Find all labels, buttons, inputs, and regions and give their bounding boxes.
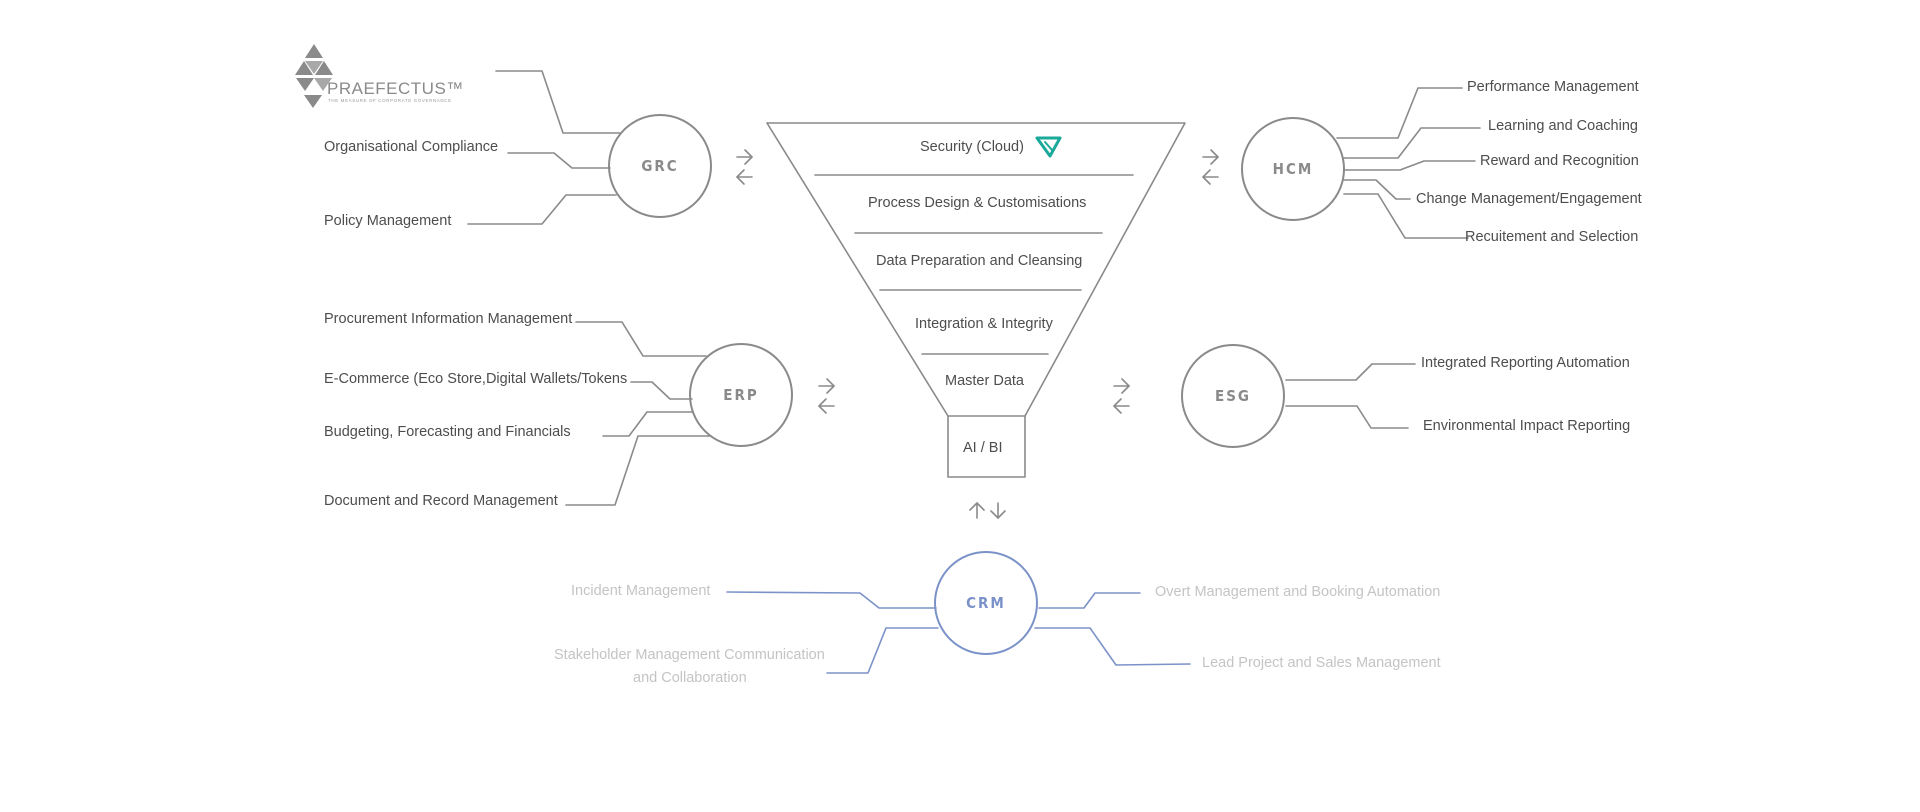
erp-node[interactable]: ERP (689, 343, 793, 447)
erp-connectors (565, 321, 712, 506)
funnel-layer-process-design: Process Design & Customisations (868, 195, 1087, 211)
crm-node[interactable]: CRM (934, 551, 1038, 655)
teal-triangle-logo-icon (1035, 136, 1062, 158)
erp-item-document-record: Document and Record Management (324, 493, 558, 509)
hcm-item-reward-recognition: Reward and Recognition (1480, 153, 1639, 169)
logo-name: PRAEFECTUS™ (327, 79, 464, 98)
arrows-grc-funnel-icon (736, 149, 753, 185)
funnel-layer-integration: Integration & Integrity (915, 316, 1053, 332)
crm-item-lead-project: Lead Project and Sales Management (1202, 655, 1441, 671)
grc-connectors (467, 70, 621, 225)
hcm-item-performance-management: Performance Management (1467, 79, 1639, 95)
hcm-item-learning-coaching: Learning and Coaching (1488, 118, 1638, 134)
crm-item-overt-management: Overt Management and Booking Automation (1155, 584, 1441, 600)
praefectus-logo-icon (295, 44, 333, 108)
esg-item-integrated-reporting: Integrated Reporting Automation (1421, 355, 1630, 371)
arrows-funnel-hcm-icon (1202, 149, 1219, 185)
erp-item-procurement: Procurement Information Management (324, 311, 573, 327)
funnel-layer-master-data: Master Data (945, 373, 1024, 389)
esg-node[interactable]: ESG (1181, 344, 1285, 448)
erp-item-ecommerce: E-Commerce (Eco Store,Digital Wallets/To… (324, 371, 628, 387)
hcm-item-recruitment-selection: Recuitement and Selection (1465, 229, 1639, 245)
crm-connectors (726, 591, 1191, 674)
arrows-funnel-esg-icon (1113, 378, 1130, 414)
funnel-outline (766, 122, 1186, 478)
crm-item-incident-management: Incident Management (571, 583, 711, 599)
hcm-connectors (1336, 87, 1481, 239)
crm-item-stakeholder-management: Stakeholder Management Communication (554, 647, 825, 663)
funnel-layer-security: Security (Cloud) (920, 139, 1024, 155)
grc-node[interactable]: GRC (608, 114, 712, 218)
hcm-item-change-management: Change Management/Engagement (1416, 191, 1642, 207)
hcm-node[interactable]: HCM (1241, 117, 1345, 221)
erp-item-budgeting: Budgeting, Forecasting and Financials (324, 424, 571, 440)
crm-item-stakeholder-collaboration: and Collaboration (633, 670, 747, 686)
grc-item-policy-management: Policy Management (324, 213, 452, 229)
funnel-layer-data-preparation: Data Preparation and Cleansing (876, 253, 1083, 269)
esg-item-environmental-impact: Environmental Impact Reporting (1423, 418, 1631, 434)
funnel-base-ai-bi: AI / BI (963, 440, 1003, 456)
grc-item-organisational-compliance: Organisational Compliance (324, 139, 499, 155)
arrows-funnel-crm-icon (969, 502, 1006, 519)
logo-tagline: THE MEASURE OF CORPORATE GOVERNANCE (328, 98, 452, 103)
esg-connectors (1285, 363, 1416, 429)
arrows-erp-funnel-icon (818, 378, 835, 414)
